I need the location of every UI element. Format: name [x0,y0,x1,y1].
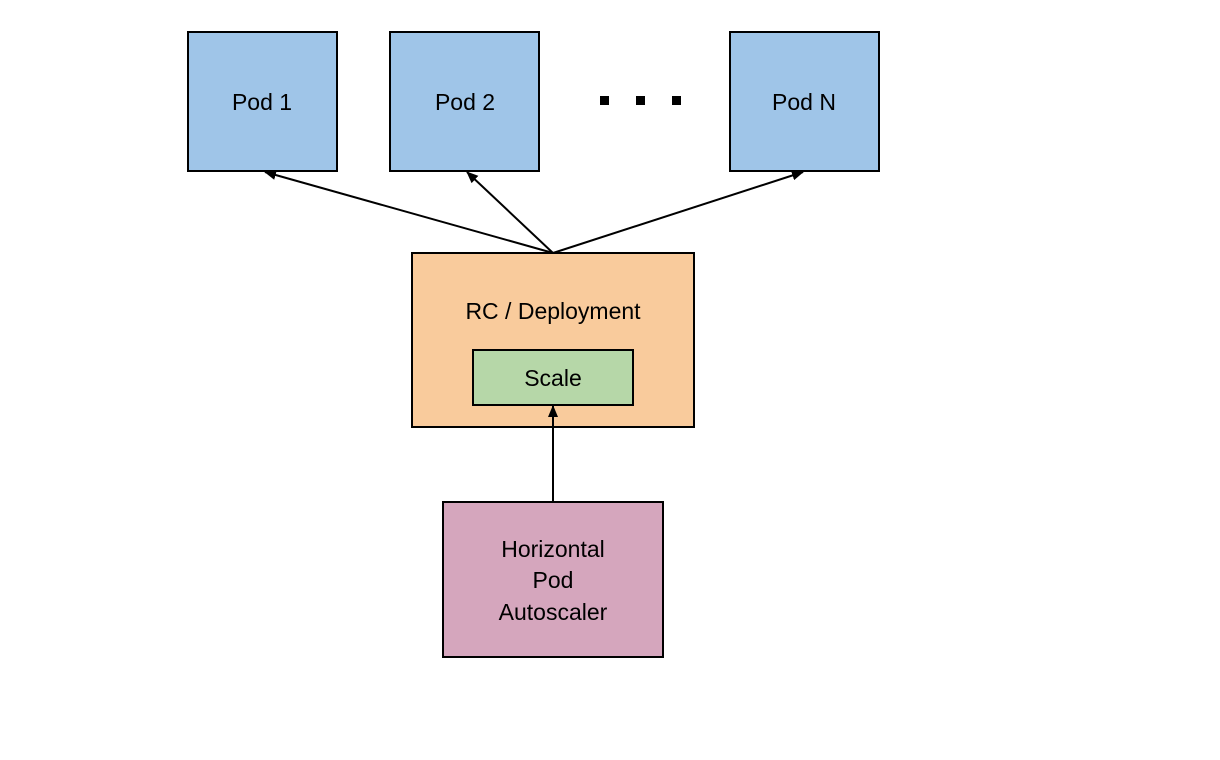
pod-2-label: Pod 2 [435,89,495,115]
ellipsis-dot [600,96,609,105]
hpa-box [442,501,664,658]
hpa-node: Horizontal Pod Autoscaler [442,501,664,658]
pod-1-node: Pod 1 [187,31,338,172]
arrow-deployment-to-pod-2 [466,171,554,254]
pod-n-label: Pod N [772,89,836,115]
pod-1-label: Pod 1 [232,89,292,115]
scale-label: Scale [524,365,582,391]
pod-1-box [187,31,338,172]
hpa-label-line-3: Autoscaler [499,599,608,625]
pod-2-node: Pod 2 [389,31,540,172]
ellipsis-dot [636,96,645,105]
arrow-deployment-to-pod-1 [264,170,554,254]
ellipsis-dot [672,96,681,105]
scale-box [472,349,634,406]
arrow-deployment-to-pod-n [552,170,804,254]
ellipsis-dots [600,96,681,105]
hpa-label-line-1: Horizontal [501,536,605,562]
deployment-label: RC / Deployment [465,298,641,324]
hpa-label-line-2: Pod [533,567,574,593]
pod-2-box [389,31,540,172]
pod-n-node: Pod N [729,31,880,172]
scale-node: Scale [472,349,634,406]
pod-n-box [729,31,880,172]
